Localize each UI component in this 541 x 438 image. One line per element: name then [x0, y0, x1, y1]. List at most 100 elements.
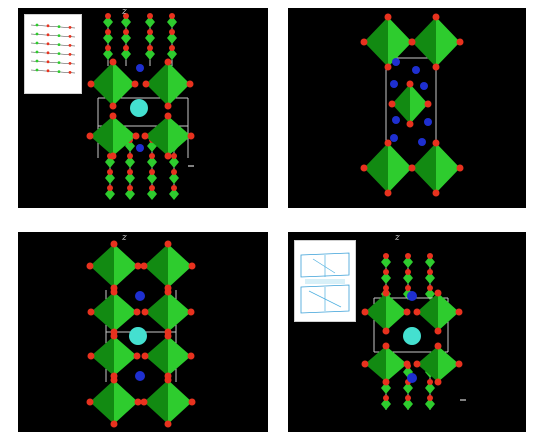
inset-chain-line — [30, 42, 76, 47]
inset-atom — [57, 70, 61, 73]
oxygen-atom — [434, 378, 442, 386]
oxygen-atom — [164, 288, 172, 296]
sketch-inset-drawing — [300, 252, 350, 314]
oxygen-atom — [384, 189, 392, 197]
oxygen-atom — [105, 29, 111, 35]
chain-octahedron — [105, 188, 115, 200]
chain-octahedron — [121, 32, 131, 44]
oxygen-atom — [131, 80, 139, 88]
oxygen-atom — [149, 185, 155, 191]
oxygen-atom — [383, 395, 389, 401]
oxygen-atom — [87, 80, 95, 88]
inset-atom — [46, 51, 50, 55]
chain-octahedron — [169, 172, 179, 184]
oxygen-atom — [455, 308, 463, 316]
octahedron-face — [438, 293, 459, 331]
octahedron-face — [410, 84, 428, 124]
axis-label-z: z — [395, 233, 400, 243]
chain-octahedron — [105, 172, 115, 184]
oxygen-atom — [187, 132, 195, 140]
inset-atom — [57, 43, 61, 46]
inset-atom — [57, 61, 61, 64]
oxygen-atom — [105, 45, 111, 51]
chain-octahedron — [403, 398, 413, 410]
chain-octahedron — [121, 48, 131, 60]
oxygen-atom — [169, 13, 175, 19]
large-cation-atom — [403, 327, 421, 345]
chain-octahedron — [169, 188, 179, 200]
oxygen-atom — [110, 420, 118, 428]
large-cation-atom — [129, 327, 147, 345]
chain-octahedron — [381, 398, 391, 410]
axis-label-z: z — [122, 8, 127, 17]
chain-octahedron — [145, 16, 155, 28]
oxygen-atom — [455, 360, 463, 368]
oxygen-atom — [456, 164, 464, 172]
oxygen-atom — [164, 420, 172, 428]
sketch-inset-bottom-right — [294, 240, 356, 322]
inset-atom — [68, 53, 72, 56]
oxygen-atom — [149, 169, 155, 175]
oxygen-atom — [434, 327, 442, 335]
oxygen-atom — [87, 308, 95, 316]
oxygen-atom — [86, 132, 94, 140]
oxygen-atom — [432, 139, 440, 147]
chain-octahedron — [125, 188, 135, 200]
octahedron-face — [436, 17, 460, 67]
cation-atom — [135, 291, 145, 301]
octahedron-face — [146, 62, 168, 106]
octahedron-face — [392, 84, 410, 124]
oxygen-atom — [382, 342, 390, 350]
oxygen-atom — [171, 185, 177, 191]
oxygen-atom — [133, 352, 141, 360]
oxygen-atom — [141, 308, 149, 316]
octahedron-face — [91, 336, 114, 376]
chain-octahedron — [169, 156, 179, 168]
cation-atom — [412, 66, 420, 74]
octahedron-face — [113, 62, 135, 106]
inset-chain-line — [30, 69, 76, 74]
oxygen-atom — [405, 269, 411, 275]
inset-atom — [46, 69, 50, 73]
oxygen-atom — [109, 102, 117, 110]
octahedron-face — [364, 143, 388, 193]
chain-octahedron — [147, 156, 157, 168]
octahedron-face — [365, 293, 386, 331]
chain-octahedron — [425, 288, 435, 300]
inset-sketch-band — [305, 279, 345, 284]
octahedron-face — [145, 116, 168, 156]
chain-octahedron — [425, 398, 435, 410]
oxygen-atom — [127, 153, 133, 159]
oxygen-atom — [127, 185, 133, 191]
inset-atom — [57, 34, 61, 37]
oxygen-atom — [149, 153, 155, 159]
oxygen-atom — [109, 58, 117, 66]
inset-atom — [46, 60, 50, 64]
chain-octahedron — [167, 48, 177, 60]
octahedron-face — [168, 244, 192, 288]
axis-label-z: z — [122, 233, 127, 243]
oxygen-atom — [383, 269, 389, 275]
octahedron-face — [386, 293, 407, 331]
octahedron-face — [388, 17, 412, 67]
oxygen-atom — [127, 169, 133, 175]
octahedron-face — [412, 143, 436, 193]
oxygen-atom — [188, 262, 196, 270]
octahedron-face — [90, 116, 113, 156]
cation-atom — [390, 134, 398, 142]
oxygen-atom — [141, 352, 149, 360]
structure-panel-bottom-right: z — [288, 232, 526, 432]
chain-octahedron — [103, 48, 113, 60]
oxygen-atom — [382, 327, 390, 335]
legend-inset-top-left — [24, 14, 82, 94]
oxygen-atom — [164, 102, 172, 110]
octahedron-face — [168, 62, 190, 106]
octahedron-face — [438, 346, 459, 382]
oxygen-atom — [123, 45, 129, 51]
cation-atom — [392, 58, 400, 66]
oxygen-atom — [427, 395, 433, 401]
oxygen-atom — [164, 376, 172, 384]
oxygen-atom — [107, 169, 113, 175]
octahedron-face — [365, 346, 386, 382]
oxygen-atom — [434, 289, 442, 297]
